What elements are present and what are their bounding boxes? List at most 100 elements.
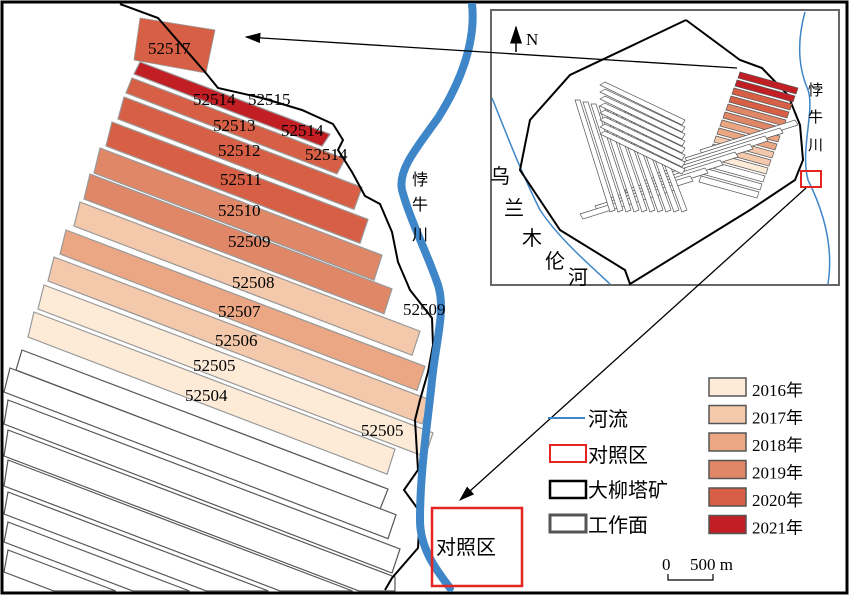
inset-working-faces (574, 71, 799, 220)
panel-label: 52506 (215, 331, 258, 350)
inset-working-face (734, 79, 796, 103)
working-face (105, 121, 369, 245)
scale-zero: 0 (662, 555, 671, 574)
panel-label: 52512 (218, 141, 261, 160)
inset-river-west (491, 97, 611, 285)
river-label-char: 川 (412, 225, 428, 244)
legend-year-label: 2020年 (752, 491, 803, 510)
legend-year-label: 2018年 (752, 436, 803, 455)
inset-working-face (599, 95, 686, 140)
inset-river-label-char: 木 (522, 226, 542, 250)
legend: 河流 对照区 大柳塔矿 工作面 2016年 2017年 2018年 2019年 2020… (548, 377, 803, 581)
working-face-outline (3, 521, 190, 592)
panel-label: 52507 (218, 302, 261, 321)
panel-label: 52510 (218, 201, 261, 220)
mined-working-faces (27, 17, 434, 475)
inset-working-face (574, 99, 616, 213)
inset-working-face (731, 87, 793, 111)
north-label: N (526, 30, 538, 49)
panel-label: 52514 (193, 90, 236, 109)
inset-working-face (599, 102, 686, 147)
legend-year-swatch (708, 377, 747, 397)
legend-year-label: 2016年 (752, 381, 803, 400)
legend-year-label: 2021年 (752, 519, 803, 538)
legend-year-swatch (708, 404, 747, 425)
inset-river-label-char: 悖 (808, 81, 823, 99)
river-label-char: 牛 (412, 195, 428, 214)
working-face-outline (3, 491, 269, 592)
legend-face-label: 工作面 (588, 513, 648, 537)
working-face-outline (3, 459, 353, 592)
legend-mine-swatch (548, 479, 588, 500)
zoom-arrow-control (459, 187, 807, 501)
inset-river-label-char: 川 (808, 136, 823, 154)
inset-river-label-char: 河 (568, 265, 588, 289)
panel-label: 52514 (281, 121, 324, 140)
river-label-char: 悖 (412, 170, 428, 189)
inset-working-face (582, 101, 624, 213)
inset-working-face (590, 103, 632, 213)
working-face-outline (3, 429, 396, 592)
working-face (47, 256, 431, 425)
control-zone-label: 对照区 (436, 535, 496, 559)
inset-river-label-char: 牛 (808, 108, 823, 126)
inset-river-label-char: 伦 (545, 249, 565, 273)
zoom-arrow-mine (244, 32, 738, 69)
legend-year-label: 2017年 (752, 409, 803, 428)
inset-working-face (599, 130, 686, 175)
inset-river-east (799, 11, 831, 285)
working-face (125, 77, 346, 175)
working-face (83, 173, 393, 315)
working-face (27, 311, 396, 475)
legend-year-label: 2019年 (752, 464, 803, 483)
panel-label: 52509 (228, 232, 271, 251)
legend-mine-label: 大柳塔矿 (588, 478, 668, 502)
panel-label: 52511 (220, 170, 262, 189)
inset-control-zone-box (800, 170, 822, 188)
inset-working-face (599, 116, 686, 161)
scale-value: 500 m (690, 555, 733, 574)
working-face-outline (3, 549, 117, 592)
panel-label: 52504 (185, 386, 228, 405)
working-face (93, 147, 383, 281)
legend-year-swatch (708, 514, 747, 535)
legend-river-label: 河流 (588, 407, 628, 431)
scale-bar (667, 574, 714, 581)
panel-label: 52509 (403, 300, 446, 319)
legend-control-label: 对照区 (588, 443, 648, 467)
legend-year-swatch (708, 459, 747, 480)
inset-working-face (599, 109, 686, 154)
panel-label: 52514 (305, 145, 348, 164)
working-face-outline (3, 367, 397, 540)
unmined-working-faces (3, 349, 401, 592)
working-face (73, 201, 421, 356)
legend-face-swatch (548, 513, 588, 534)
working-face (117, 96, 363, 211)
inset-river-label-char: 乌 (490, 164, 510, 188)
inset-working-face (737, 71, 799, 95)
inset-mine-boundary (518, 19, 805, 286)
legend-control-swatch (549, 444, 587, 463)
inset-working-face (728, 95, 790, 119)
working-face-outline (3, 399, 401, 574)
inset-working-face (599, 88, 686, 133)
panel-label: 52515 (248, 90, 291, 109)
mine-boundary (119, 3, 435, 591)
inset-working-face (599, 81, 686, 126)
inset-map: N 悖 牛 川 乌 兰 木 伦 河 (490, 9, 840, 289)
panel-labels: 52517 52514 52515 52513 52514 52514 52512 52511… (148, 39, 446, 440)
river-main (397, 3, 477, 592)
panel-label: 52508 (232, 273, 275, 292)
working-face (59, 229, 426, 392)
panel-label: 52513 (213, 116, 256, 135)
inset-river-label-char: 兰 (504, 196, 524, 220)
inset-working-face (599, 123, 686, 168)
working-face (133, 61, 331, 147)
panel-label: 52505 (193, 356, 236, 375)
legend-year-swatch (708, 432, 747, 452)
inset-working-face (698, 175, 760, 199)
legend-year-swatch (708, 487, 747, 507)
panel-label: 52505 (361, 421, 404, 440)
panel-label: 52517 (148, 39, 191, 58)
